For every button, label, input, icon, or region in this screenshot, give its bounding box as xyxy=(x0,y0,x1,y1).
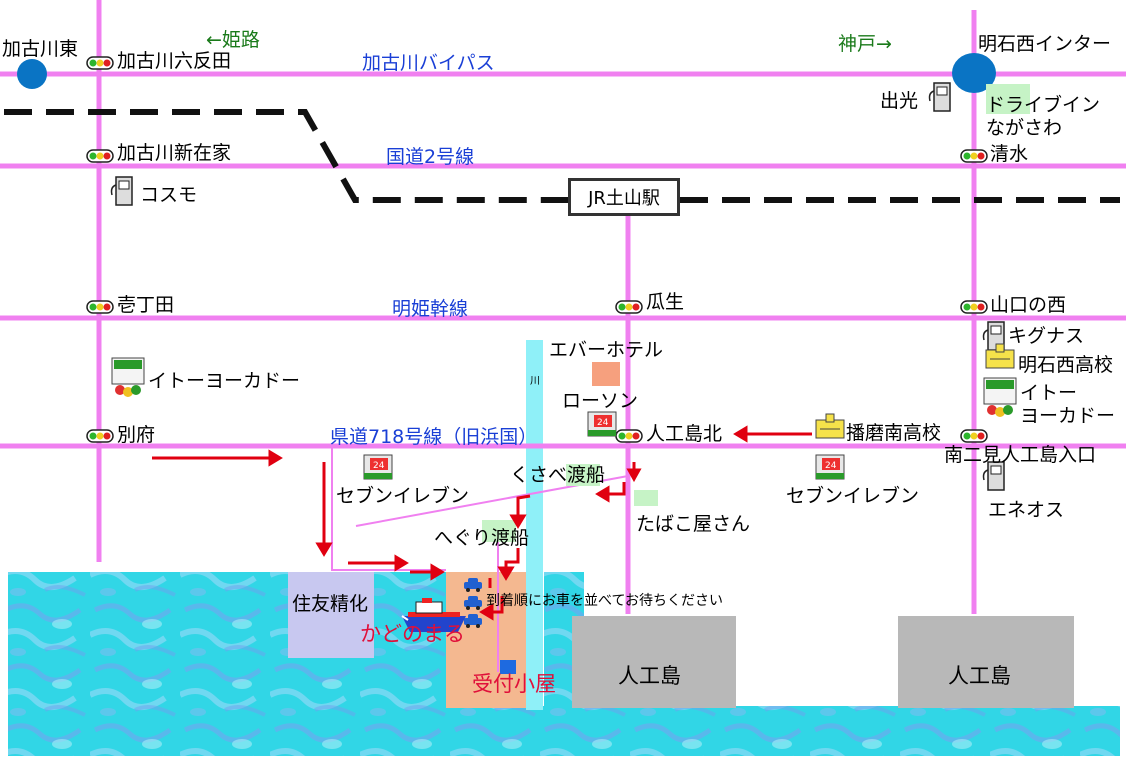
gas-station-icon xyxy=(110,176,133,206)
svg-text:24: 24 xyxy=(825,461,837,471)
boat-icon xyxy=(401,598,466,632)
signal-icon xyxy=(86,149,114,163)
signal-label-shimizu: 清水 xyxy=(990,143,1029,165)
convenience-store-icons: 24 24 24 xyxy=(363,411,845,480)
label-akashi-west-ic: 明石西インター xyxy=(978,33,1112,55)
label-drive-in: ドライブイン ながさわ xyxy=(986,94,1101,139)
signal-icon xyxy=(86,429,114,443)
sea-east xyxy=(440,706,1120,756)
ever-hotel-block xyxy=(592,362,620,386)
signal-icon xyxy=(86,300,114,314)
car-icon xyxy=(464,614,482,628)
gas-station-icons xyxy=(110,82,1005,491)
route-arrows xyxy=(152,425,812,621)
sumitomo-area xyxy=(288,572,374,658)
gas-station-icon xyxy=(982,461,1005,491)
signal-label-uryu: 瓜生 xyxy=(646,291,685,313)
road-label-route2: 国道2号線 xyxy=(386,146,475,168)
school-icons xyxy=(815,343,1015,439)
signal-label-minami-futami: 南二見人工島入口 xyxy=(944,444,1097,466)
signal-label-shinzaike: 加古川新在家 xyxy=(117,142,232,164)
label-island-2: 人工島 xyxy=(948,664,1011,688)
island-2 xyxy=(898,616,1074,708)
label-tabako: たばこ屋さん xyxy=(636,513,751,535)
road-label-pref718: 県道718号線（旧浜国） xyxy=(330,426,538,448)
drive-in-block xyxy=(986,84,1030,114)
supermarket-icons xyxy=(111,357,1017,417)
label-ito-yokado-west: イトーヨーカドー xyxy=(148,370,301,392)
signal-label-yamaguchi-nishi: 山口の西 xyxy=(990,294,1067,316)
reception-block xyxy=(500,660,516,674)
label-idemitsu: 出光 xyxy=(880,90,919,112)
store-icon: 24 xyxy=(587,411,617,437)
label-ever-hotel: エバーホテル xyxy=(549,339,664,361)
label-sumitomo: 住友精化 xyxy=(292,593,369,615)
signal-label-jinkoujima-kita: 人工島北 xyxy=(646,423,723,445)
supermarket-icon xyxy=(111,357,145,397)
label-cosmo: コスモ xyxy=(140,184,198,206)
label-parking-note: 到着順にお車を並べてお待ちください xyxy=(486,593,724,609)
signal-label-befu: 別府 xyxy=(117,424,156,446)
label-harima-minami-hs: 播磨南高校 xyxy=(846,422,942,444)
ic-kakogawa-east xyxy=(17,59,47,89)
label-kusabe-ferry: くさべ渡船 xyxy=(510,464,606,486)
signal-icon xyxy=(615,429,643,443)
local-road-1 xyxy=(331,446,446,571)
school-icon xyxy=(815,413,845,439)
label-akashi-nishi-hs: 明石西高校 xyxy=(1018,354,1114,376)
label-ito-yokado-east: イトー ヨーカドー xyxy=(1020,382,1116,427)
road-label-bypass: 加古川バイパス xyxy=(362,52,495,74)
signal-label-rokutanda: 加古川六反田 xyxy=(117,50,232,72)
label-river: 川 xyxy=(530,376,540,387)
gas-station-icon xyxy=(982,321,1005,351)
station-jr-tsuchiyama: JR土山駅 xyxy=(568,178,680,216)
label-heguri-ferry: へぐり渡船 xyxy=(434,527,530,549)
label-kakogawa-east: 加古川東 xyxy=(2,38,79,60)
label-eneos: エネオス xyxy=(988,499,1065,521)
railway xyxy=(4,109,568,203)
school-icon xyxy=(985,343,1015,369)
signal-icon xyxy=(960,300,988,314)
label-kadonomaru: かどのまる xyxy=(360,622,465,646)
supermarket-icon xyxy=(983,377,1017,417)
signal-icon xyxy=(86,56,114,70)
signal-icon xyxy=(615,300,643,314)
store-icon: 24 xyxy=(363,454,393,480)
store-icon: 24 xyxy=(815,454,845,480)
car-icons xyxy=(464,578,482,628)
direction-kobe: 神戸→ xyxy=(838,33,892,55)
label-kignus: キグナス xyxy=(1008,325,1085,347)
svg-text:24: 24 xyxy=(373,461,385,471)
signal-icons xyxy=(86,56,988,443)
label-lawson: ローソン xyxy=(562,390,639,412)
direction-himeji: ←姫路 xyxy=(206,29,260,51)
pier-area xyxy=(446,572,530,708)
ic-akashi-west xyxy=(952,53,996,93)
heguri-block xyxy=(482,520,516,542)
tabako-block xyxy=(634,490,658,506)
river xyxy=(526,340,543,710)
car-icon xyxy=(464,596,482,610)
kusabe-block xyxy=(566,464,600,486)
label-seven-eleven-1: セブンイレブン xyxy=(336,485,470,507)
label-island-1: 人工島 xyxy=(618,664,681,688)
label-reception: 受付小屋 xyxy=(472,672,556,696)
signal-icon xyxy=(960,149,988,163)
signal-icon xyxy=(960,429,988,443)
gas-station-icon xyxy=(928,82,951,112)
island-1 xyxy=(572,616,736,708)
sea-west xyxy=(8,572,448,756)
svg-text:24: 24 xyxy=(597,418,609,428)
label-seven-eleven-2: セブンイレブン xyxy=(786,485,920,507)
road-label-meiki: 明姫幹線 xyxy=(392,298,469,320)
car-icon xyxy=(464,578,482,592)
signal-label-ichojoda: 壱丁田 xyxy=(117,294,175,316)
